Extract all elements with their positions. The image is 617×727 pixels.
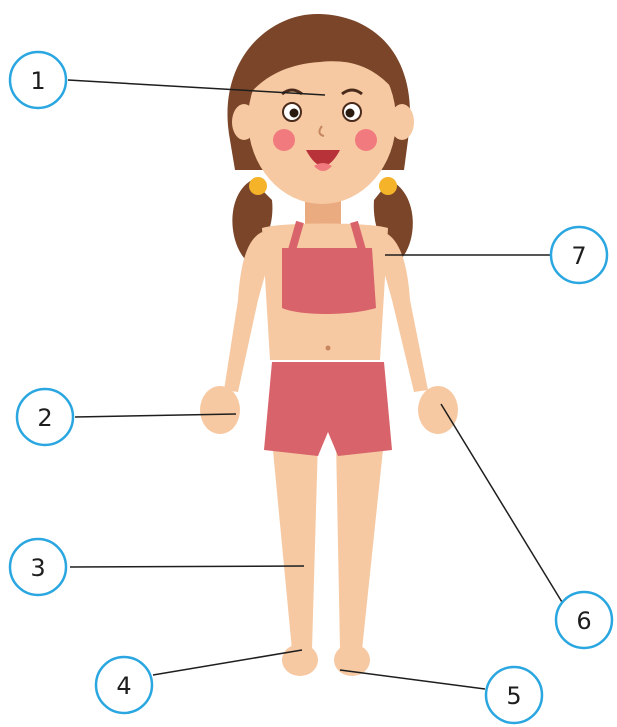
left-cheek [273,129,295,151]
callout-3: 3 [10,539,66,595]
right-earring [379,177,397,195]
belly-button [326,346,331,351]
right-cheek [355,129,377,151]
leader-line-5 [340,670,485,689]
leader-line-4 [153,650,302,675]
left-earring [249,177,267,195]
left-leg [272,440,318,650]
callout-5: 5 [486,667,542,723]
callout-number-7: 7 [571,242,586,270]
shorts [264,362,392,456]
callout-1: 1 [10,52,66,108]
callout-number-3: 3 [30,554,45,582]
left-foot [282,644,318,676]
right-pupil [346,109,355,118]
left-pupil [290,109,299,118]
girl-illustration [200,14,458,676]
callout-number-2: 2 [37,404,52,432]
right-leg [336,440,384,650]
callout-7: 7 [551,227,607,283]
top [282,248,376,314]
callout-number-1: 1 [30,67,45,95]
right-ear [390,104,414,140]
callout-number-5: 5 [506,682,521,710]
callout-number-4: 4 [116,672,131,700]
callout-6: 6 [556,592,612,648]
left-hand [200,386,240,434]
callout-2: 2 [17,389,73,445]
leader-line-3 [70,566,304,567]
callout-4: 4 [96,657,152,713]
left-ear [232,104,256,140]
callout-number-6: 6 [576,607,591,635]
right-hand [418,386,458,434]
leader-line-6 [441,404,565,607]
